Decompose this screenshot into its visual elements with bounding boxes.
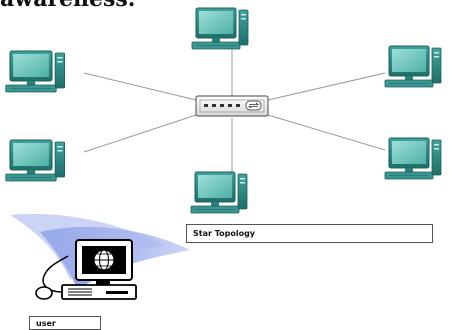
desktop-computer-icon <box>384 45 442 88</box>
computer-upper-left <box>5 50 66 93</box>
computer-bottom <box>190 171 248 214</box>
diagram-caption: Star Topology <box>186 224 433 243</box>
cable-upper-left <box>83 72 197 101</box>
computer-lower-right <box>384 137 442 180</box>
cable-upper-right <box>267 72 386 101</box>
computer-upper-right <box>384 45 442 88</box>
user-label: user <box>29 316 101 330</box>
cable-lower-right <box>267 114 386 151</box>
heading-fragment: awareness. <box>0 0 180 11</box>
computer-top <box>191 7 249 50</box>
computer-lower-left <box>5 139 66 182</box>
network-switch-icon <box>195 95 269 117</box>
desktop-computer-icon <box>190 171 248 214</box>
desktop-computer-icon <box>384 137 442 180</box>
desktop-computer-icon <box>191 7 249 50</box>
desktop-computer-icon <box>5 50 66 93</box>
cable-lower-left <box>83 114 197 153</box>
globe-workstation-icon <box>10 213 190 300</box>
desktop-computer-icon <box>5 139 66 182</box>
